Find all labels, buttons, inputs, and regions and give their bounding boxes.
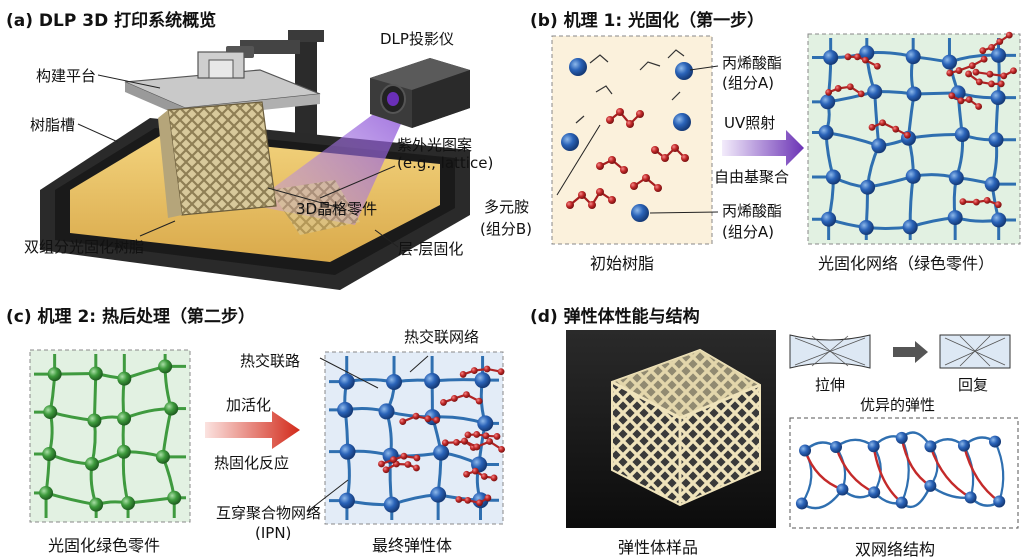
panel-a-title: (a) DLP 3D 打印系统概览 bbox=[6, 11, 217, 31]
elastomer-sample bbox=[611, 348, 761, 507]
photocured-network-caption: 光固化网络（绿色零件） bbox=[818, 254, 995, 273]
layer-cure-label: 层-层固化 bbox=[398, 240, 464, 258]
heat-arrow bbox=[205, 411, 300, 449]
uv-pattern-example-label: (e.g., lattice) bbox=[397, 154, 494, 172]
photocured-network bbox=[812, 31, 1017, 240]
panel-b-title: (b) 机理 1: 光固化（第一步） bbox=[530, 11, 765, 31]
panel-a-illustration bbox=[40, 30, 470, 290]
uv-irradiation-label: UV照射 bbox=[724, 114, 776, 132]
initial-resin-caption: 初始树脂 bbox=[590, 254, 655, 273]
polyamine-label: 多元胺 bbox=[484, 198, 530, 216]
thermal-reaction-label: 热固化反应 bbox=[214, 454, 290, 472]
double-network-caption: 双网络结构 bbox=[855, 540, 936, 559]
polyamine-component: (组分B) bbox=[480, 220, 532, 238]
panel-d-title: (d) 弹性体性能与结构 bbox=[530, 307, 700, 327]
radical-polymerization-label: 自由基聚合 bbox=[714, 168, 790, 186]
initial-resin-molecules bbox=[561, 49, 693, 222]
sample-caption: 弹性体样品 bbox=[618, 538, 699, 557]
dlp-projector bbox=[370, 58, 470, 128]
thermal-crosslink-label: 热交联路 bbox=[240, 352, 301, 370]
thermal-network-label: 热交联网络 bbox=[404, 328, 480, 346]
resin-tank-label: 树脂槽 bbox=[30, 116, 76, 134]
uv-pattern-label: 紫外光图案 bbox=[397, 136, 473, 154]
acrylate-a-label: 丙烯酸酯 bbox=[722, 54, 783, 72]
green-network bbox=[34, 354, 186, 518]
stretch-icon bbox=[789, 334, 871, 369]
final-elastomer-caption: 最终弹性体 bbox=[372, 536, 453, 555]
recover-label: 回复 bbox=[958, 376, 989, 394]
activation-label: 加活化 bbox=[226, 396, 272, 414]
green-part-caption: 光固化绿色零件 bbox=[48, 536, 161, 555]
stretch-label: 拉伸 bbox=[815, 376, 846, 394]
ipn-abbrev: (IPN) bbox=[255, 524, 292, 542]
ipn-label: 互穿聚合物网络 bbox=[216, 504, 322, 522]
acrylate-b-component: (组分A) bbox=[722, 223, 774, 241]
lattice-part-label: 3D晶格零件 bbox=[296, 200, 378, 218]
recover-icon bbox=[939, 334, 1011, 369]
acrylate-a-component: (组分A) bbox=[722, 74, 774, 92]
ipn-network bbox=[329, 356, 505, 520]
panel-c-title: (c) 机理 2: 热后处理（第二步） bbox=[6, 307, 255, 327]
acrylate-b-label: 丙烯酸酯 bbox=[722, 202, 783, 220]
uv-pattern-on-resin bbox=[270, 180, 360, 235]
build-platform-label: 构建平台 bbox=[36, 67, 97, 85]
lattice-part bbox=[158, 101, 277, 218]
dual-resin-label: 双组分光固化树脂 bbox=[24, 238, 145, 256]
z-arm bbox=[240, 40, 300, 54]
double-network bbox=[795, 431, 1006, 510]
stretch-to-recover-arrow bbox=[893, 341, 928, 363]
dlp-projector-label: DLP投影仪 bbox=[380, 30, 454, 48]
uv-arrow bbox=[722, 130, 804, 166]
excellent-elasticity-label: 优异的弹性 bbox=[860, 396, 936, 414]
